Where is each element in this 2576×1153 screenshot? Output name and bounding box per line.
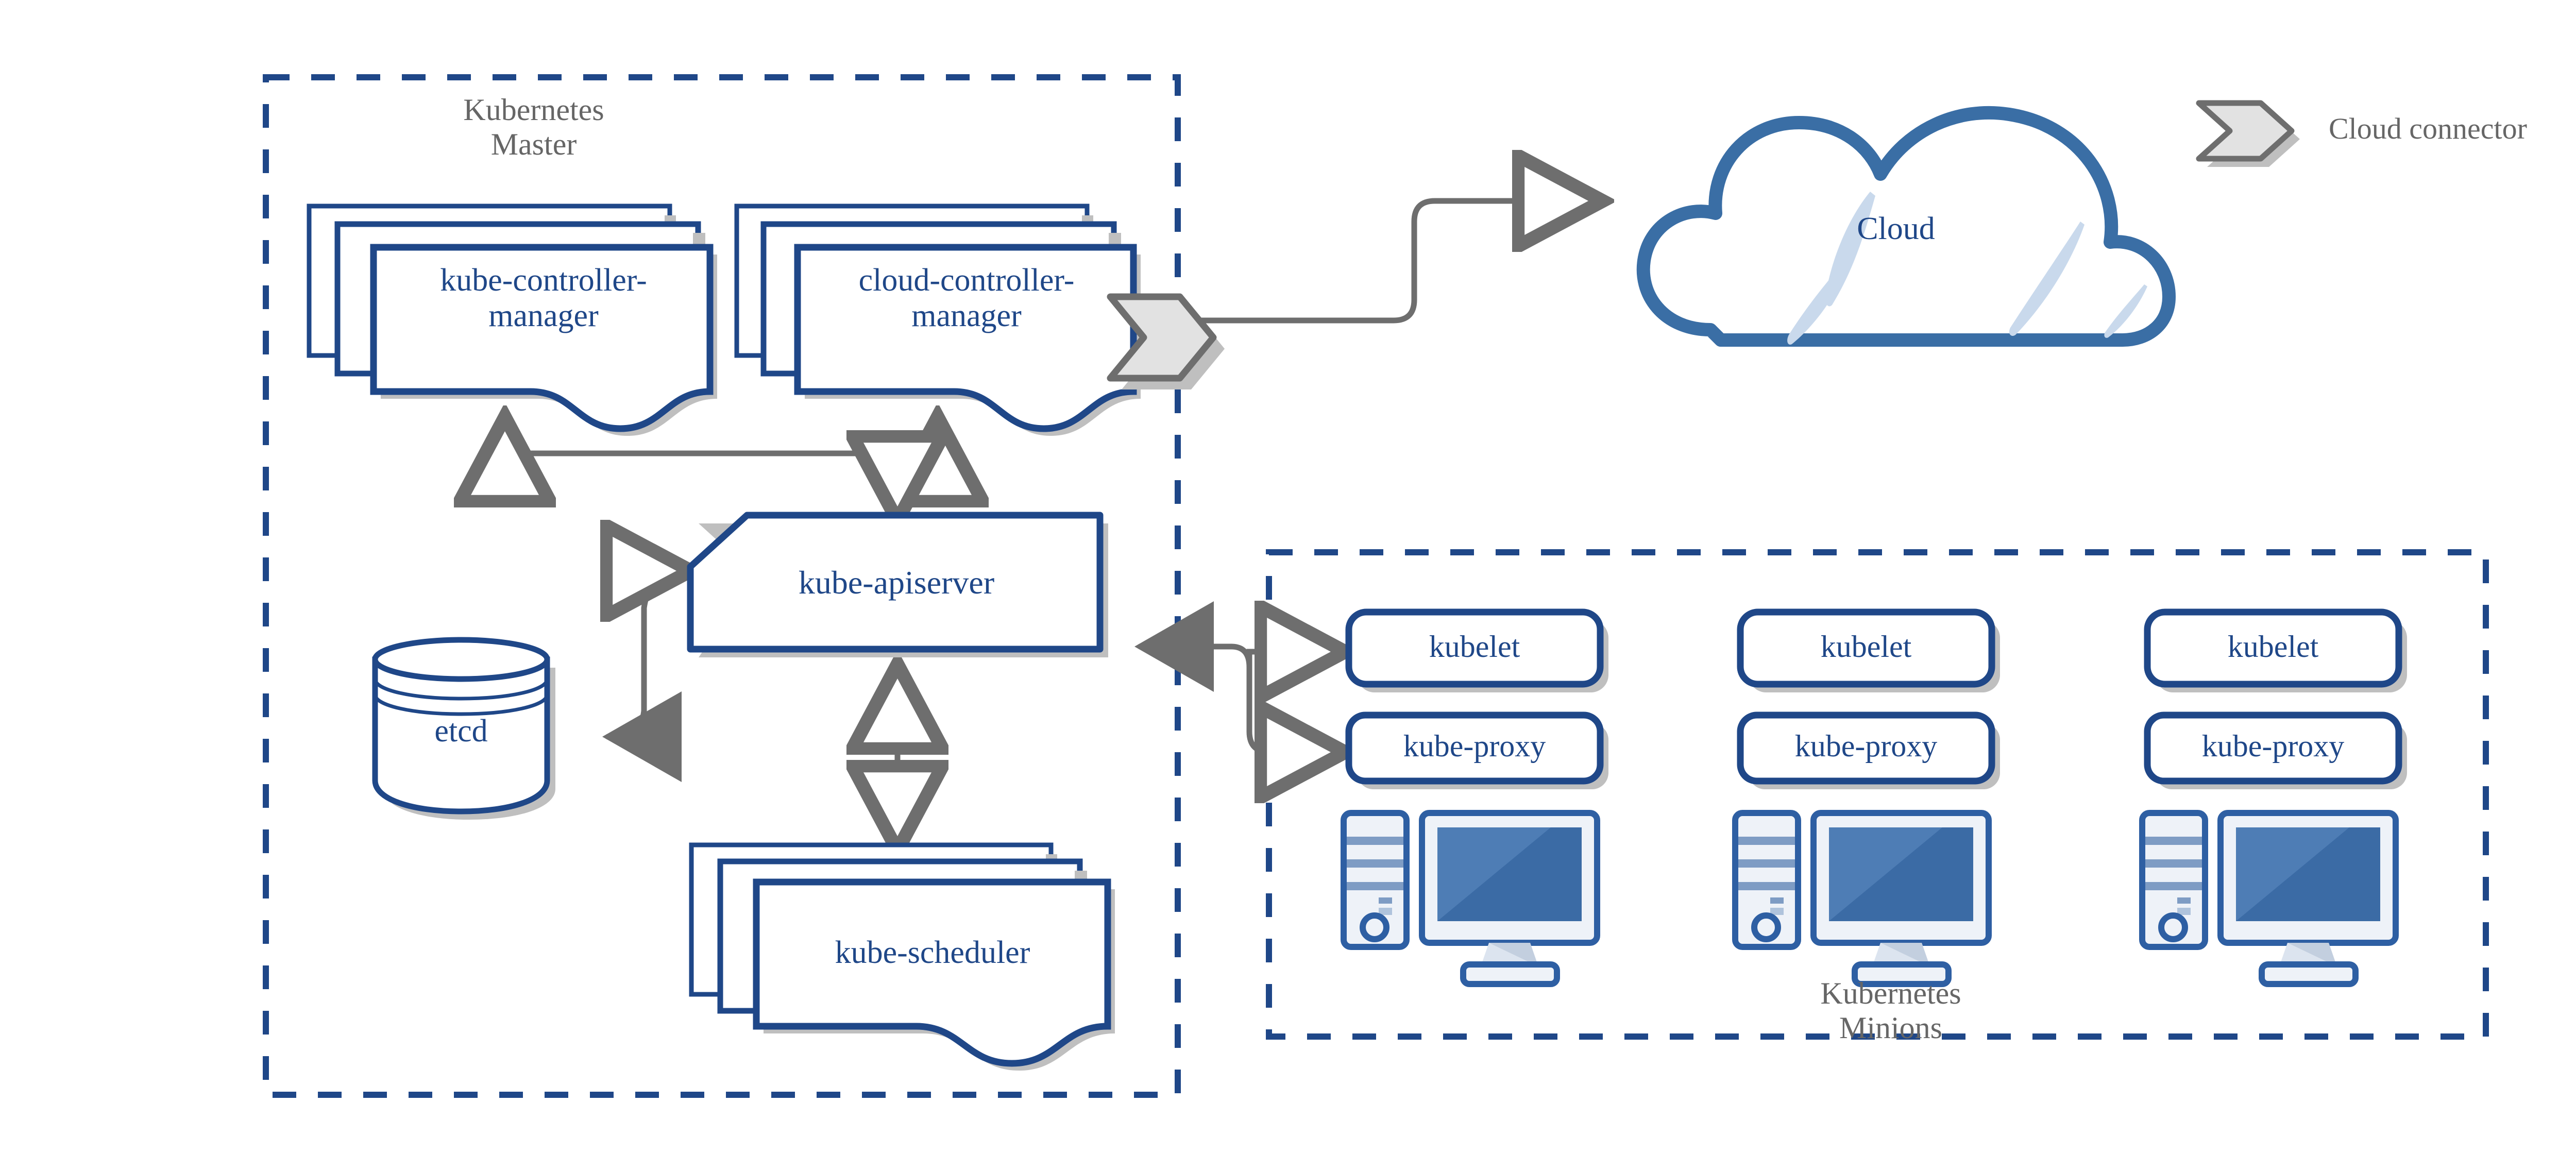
minion-1-computer-icon <box>1341 810 1600 987</box>
master-group-border <box>263 74 1181 1098</box>
node-cloud[interactable] <box>1636 106 2176 347</box>
minion-1-kubeproxy-box[interactable] <box>1345 711 1608 789</box>
cloud-connector-icon-inline[interactable] <box>1107 293 1225 389</box>
minion-node-2 <box>1732 608 2000 987</box>
node-kube-controller-manager[interactable] <box>307 204 717 436</box>
minion-2-kubeproxy-box[interactable] <box>1737 711 2000 789</box>
node-etcd[interactable] <box>372 637 555 820</box>
connector-lines <box>505 201 1597 845</box>
minion-3-kubeproxy-box[interactable] <box>2144 711 2407 789</box>
minion-2-computer-icon <box>1732 810 1992 987</box>
cloud-connector-icon <box>2196 100 2300 167</box>
node-kube-apiserver[interactable] <box>687 512 1108 657</box>
minion-2-kubelet-box[interactable] <box>1737 608 2000 692</box>
minion-3-computer-icon <box>2139 810 2399 987</box>
node-cloud-controller-manager[interactable] <box>734 204 1141 436</box>
minion-1-kubelet-box[interactable] <box>1345 608 1608 692</box>
minion-node-3 <box>2139 608 2407 987</box>
minion-node-1 <box>1341 608 1608 987</box>
node-kube-scheduler[interactable] <box>689 842 1115 1071</box>
minions-group-border <box>1266 549 2489 1040</box>
minion-3-kubelet-box[interactable] <box>2144 608 2407 692</box>
